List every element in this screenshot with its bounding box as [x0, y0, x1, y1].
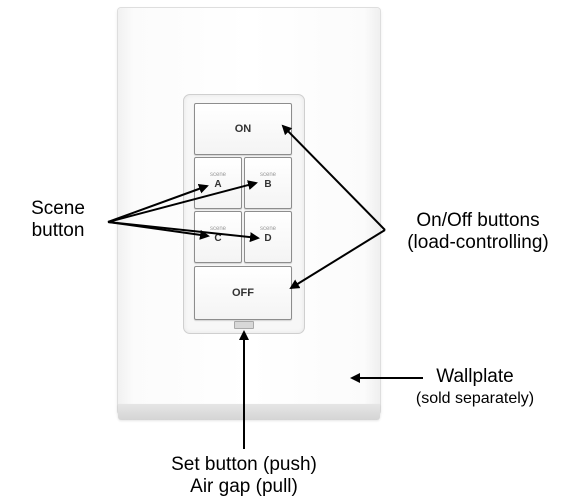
scene-arrow-a [107, 184, 209, 223]
scene-d-letter: D [264, 233, 272, 244]
scene-callout-line2: button [31, 220, 85, 241]
onoff-buttons-callout: On/Off buttons (load-controlling) [383, 210, 573, 254]
scene-d-small-label: scene [259, 226, 276, 232]
onoff-callout-line2: (load-controlling) [407, 232, 549, 253]
wallplate-callout: Wallplate (sold separately) [395, 366, 555, 410]
off-arrow [289, 229, 386, 290]
scene-b-small-label: scene [259, 172, 276, 178]
wallplate-callout-line1: Wallplate [436, 366, 514, 387]
scene-button-callout: Scene button [18, 198, 98, 242]
scene-callout-line1: Scene [31, 198, 85, 219]
wallplate-callout-line2: (sold separately) [415, 390, 535, 407]
scene-a-button[interactable]: scene A [194, 157, 242, 209]
set-button-callout: Set button (push) Air gap (pull) [144, 454, 344, 498]
scene-c-small-label: scene [209, 226, 226, 232]
on-arrow [281, 124, 386, 231]
off-button-label: OFF [232, 287, 254, 299]
set-button-airgap-tab[interactable] [234, 321, 254, 329]
on-button-label: ON [234, 123, 252, 135]
scene-arrow-d [107, 221, 260, 243]
wallplate-bottom-edge [118, 404, 380, 420]
set-callout-line2: Air gap (pull) [190, 476, 298, 497]
scene-arrow-b [107, 180, 258, 223]
scene-a-small-label: scene [209, 172, 226, 178]
scene-b-letter: B [264, 179, 272, 190]
off-button[interactable]: OFF [194, 266, 292, 320]
onoff-callout-line1: On/Off buttons [416, 210, 540, 231]
scene-c-letter: C [214, 233, 222, 244]
set-callout-line1: Set button (push) [171, 454, 317, 475]
scene-a-letter: A [214, 179, 222, 190]
